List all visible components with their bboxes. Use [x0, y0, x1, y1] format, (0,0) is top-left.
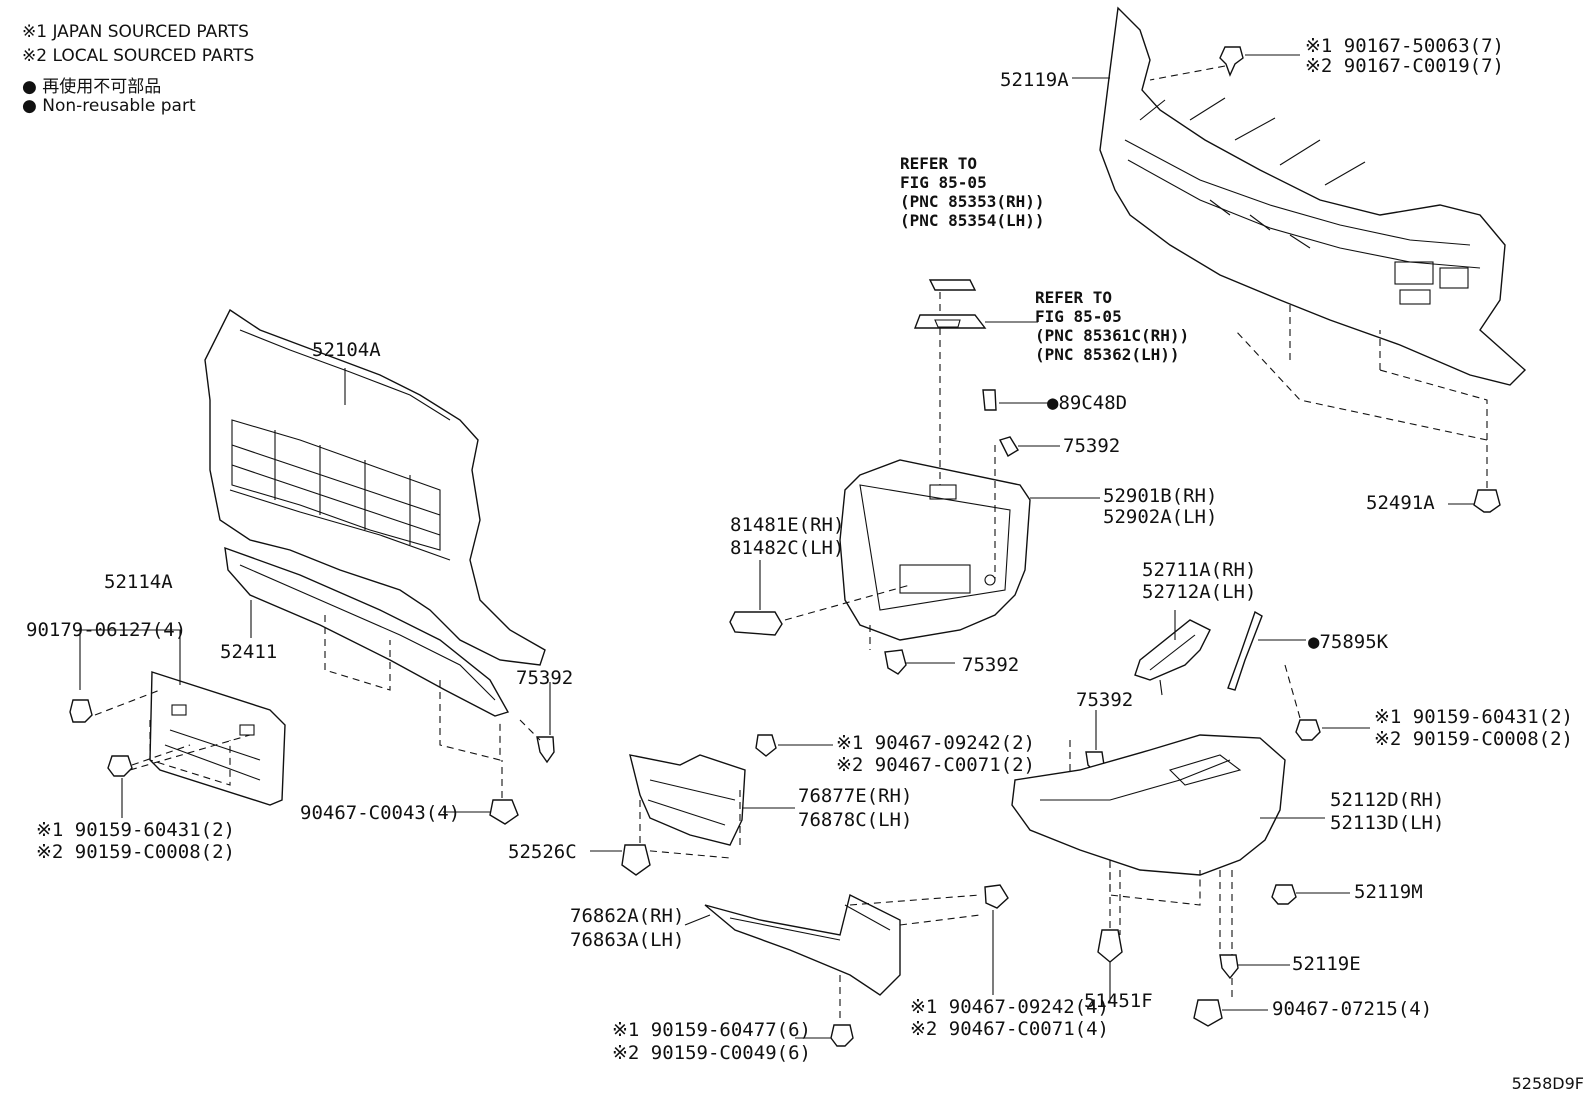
radiator-grille-52104A [204, 308, 546, 666]
bumper-extension-52112D [1011, 734, 1286, 876]
screw-52119E [1219, 954, 1290, 980]
screw-90167 [1149, 46, 1300, 81]
label-90167-50063[interactable]: ※1 90167-50063(7) [1305, 35, 1504, 57]
label-89C48D[interactable]: ●89C48D [1047, 392, 1128, 414]
label-75392-top[interactable]: 75392 [1063, 435, 1121, 457]
label-52411[interactable]: 52411 [220, 641, 278, 663]
clip-51451F [1097, 865, 1123, 1002]
screw-90159-60477 [795, 1024, 854, 1047]
label-75392-mid[interactable]: 75392 [962, 654, 1020, 676]
label-52526C[interactable]: 52526C [508, 841, 577, 863]
bolt-90159-left [107, 744, 191, 818]
label-52902A[interactable]: 52902A(LH) [1103, 506, 1218, 528]
legend-non-reusable-jp: ● 再使用不可部品 [22, 77, 162, 97]
label-52491A[interactable]: 52491A [1366, 492, 1435, 514]
label-52119M[interactable]: 52119M [1354, 881, 1423, 903]
figure-code: 5258D9F [1511, 1074, 1584, 1093]
label-90159-60431-left[interactable]: ※1 90159-60431(2) [36, 819, 235, 841]
label-81481E[interactable]: 81481E(RH) [730, 514, 845, 536]
label-75392-left[interactable]: 75392 [516, 667, 574, 689]
mud-guard-76862A [704, 893, 901, 996]
clip-75392-top [999, 436, 1060, 457]
grille-molding-52411 [224, 546, 510, 717]
label-90467-C0071-lower[interactable]: ※2 90467-C0071(4) [910, 1018, 1109, 1040]
clip-75392-left [519, 682, 555, 764]
label-90159-C0008-left[interactable]: ※2 90159-C0008(2) [36, 841, 235, 863]
refer-fig-85-05-a: REFER TO FIG 85-05 (PNC 85353(RH)) (PNC … [900, 154, 1045, 230]
strip-75895K [1227, 610, 1306, 691]
screw-52119M [1271, 884, 1350, 905]
license-plate-bracket-52114A [149, 671, 286, 806]
clip-52526C [590, 844, 651, 876]
label-90159-60477[interactable]: ※1 90159-60477(6) [612, 1019, 811, 1041]
label-52112D[interactable]: 52112D(RH) [1330, 789, 1445, 811]
label-75392-right[interactable]: 75392 [1076, 689, 1134, 711]
label-76878C[interactable]: 76878C(LH) [798, 809, 913, 831]
label-52901B[interactable]: 52901B(RH) [1103, 485, 1218, 507]
label-75895K[interactable]: ●75895K [1308, 631, 1389, 653]
label-52119A[interactable]: 52119A [1000, 69, 1069, 91]
label-51451F[interactable]: 51451F [1084, 990, 1153, 1012]
label-52113D[interactable]: 52113D(LH) [1330, 812, 1445, 834]
label-90467-C0043[interactable]: 90467-C0043(4) [300, 802, 461, 824]
label-90159-C0008-right[interactable]: ※2 90159-C0008(2) [1374, 728, 1573, 750]
label-52711A[interactable]: 52711A(RH) [1142, 559, 1257, 581]
legend-non-reusable-en: ● Non-reusable part [22, 96, 196, 116]
legend-japan-sourced: ※1 JAPAN SOURCED PARTS [22, 22, 249, 42]
bracket-85361C [913, 314, 1038, 329]
label-81482C[interactable]: 81482C(LH) [730, 537, 845, 559]
label-90467-C0071-upper[interactable]: ※2 90467-C0071(2) [836, 754, 1035, 776]
bumper-reinforcement-52119A [1099, 6, 1527, 386]
clip-89C48D [982, 389, 1050, 411]
clip-52491A [1234, 300, 1501, 513]
label-90467-09242-lower[interactable]: ※1 90467-09242(4) [910, 996, 1109, 1018]
clip-75392-mid [884, 649, 955, 675]
bumper-bracket-52711A [1134, 610, 1211, 696]
fog-lamp-cover-81481E [729, 560, 911, 636]
refer-fig-85-05-b: REFER TO FIG 85-05 (PNC 85361C(RH)) (PNC… [1035, 288, 1190, 364]
label-76862A[interactable]: 76862A(RH) [570, 905, 685, 927]
cover-85353 [928, 279, 977, 291]
clip-90467-07215 [1193, 999, 1268, 1027]
label-90159-60431-right[interactable]: ※1 90159-60431(2) [1374, 706, 1573, 728]
label-52119E[interactable]: 52119E [1292, 953, 1361, 975]
bolt-90159-right [1284, 664, 1370, 741]
clip-90467-09242-lower [984, 884, 1009, 995]
label-90159-C0049[interactable]: ※2 90159-C0049(6) [612, 1042, 811, 1064]
label-52712A[interactable]: 52712A(LH) [1142, 581, 1257, 603]
label-90167-C0019[interactable]: ※2 90167-C0019(7) [1305, 55, 1504, 77]
label-90467-07215[interactable]: 90467-07215(4) [1272, 998, 1433, 1020]
label-52114A[interactable]: 52114A [104, 571, 173, 593]
label-90179-06127[interactable]: 90179-06127(4) [26, 619, 187, 641]
nut-90179 [69, 699, 93, 723]
label-76877E[interactable]: 76877E(RH) [798, 785, 913, 807]
label-76863A[interactable]: 76863A(LH) [570, 929, 685, 951]
clip-90467-09242-upper [755, 734, 833, 757]
legend-local-sourced: ※2 LOCAL SOURCED PARTS [22, 46, 255, 66]
clip-90467-C0043 [443, 760, 519, 825]
label-90467-09242-upper[interactable]: ※1 90467-09242(2) [836, 732, 1035, 754]
label-52104A[interactable]: 52104A [312, 339, 381, 361]
splash-shield-76877E [629, 754, 746, 846]
fog-lamp-bracket-52901B [839, 459, 1031, 641]
